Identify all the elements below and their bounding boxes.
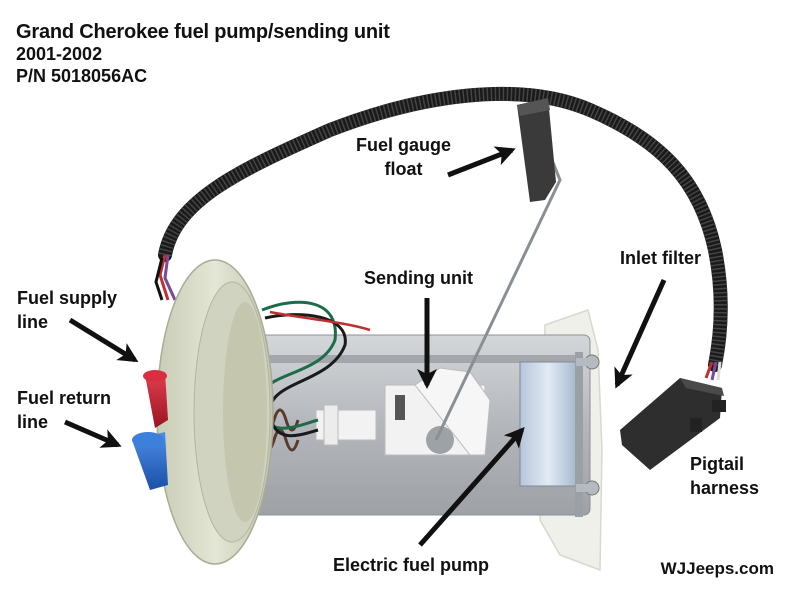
- label-pigtail-harness: Pigtail harness: [690, 452, 759, 500]
- label-line: line: [17, 312, 49, 332]
- arrow-inlet-filter: [614, 278, 667, 389]
- title-block: Grand Cherokee fuel pump/sending unit 20…: [16, 21, 390, 87]
- arrow-fuel-supply-line: [68, 317, 139, 363]
- label-fuel-return-line: Fuel return line: [17, 386, 111, 434]
- arrow-fuel-return-line: [64, 419, 122, 448]
- label-line: float: [384, 159, 423, 179]
- fuel-gauge-float: [517, 98, 556, 202]
- label-electric-fuel-pump: Electric fuel pump: [333, 555, 490, 575]
- flange: [156, 259, 274, 565]
- pigtail-connector: [620, 378, 726, 470]
- fuel-supply-fitting: [143, 370, 168, 428]
- fuel-return-fitting: [132, 432, 168, 490]
- label-line: line: [17, 412, 49, 432]
- label-line: Fuel supply: [17, 288, 118, 308]
- label-inlet-filter: Inlet filter: [620, 248, 702, 268]
- sending-unit: [315, 367, 491, 456]
- title-line-2: 2001-2002: [16, 44, 103, 64]
- label-fuel-gauge-float: Fuel gauge float: [356, 133, 451, 181]
- label-line: Fuel gauge: [356, 135, 452, 155]
- internal-wires: [257, 300, 371, 438]
- title-line-3: P/N 5018056AC: [16, 66, 148, 86]
- title-line-1: Grand Cherokee fuel pump/sending unit: [16, 21, 390, 43]
- watermark: WJJeeps.com: [660, 559, 774, 578]
- arrow-fuel-gauge-float: [447, 146, 516, 178]
- harness-cable: [154, 86, 728, 381]
- annotation-arrows: [64, 146, 667, 547]
- label-line: Fuel return: [17, 388, 112, 408]
- label-fuel-supply-line: Fuel supply line: [17, 286, 117, 334]
- arrow-electric-fuel-pump: [418, 427, 525, 547]
- label-sending-unit: Sending unit: [364, 268, 473, 288]
- label-line: harness: [690, 478, 760, 498]
- label-line: Pigtail: [690, 454, 745, 474]
